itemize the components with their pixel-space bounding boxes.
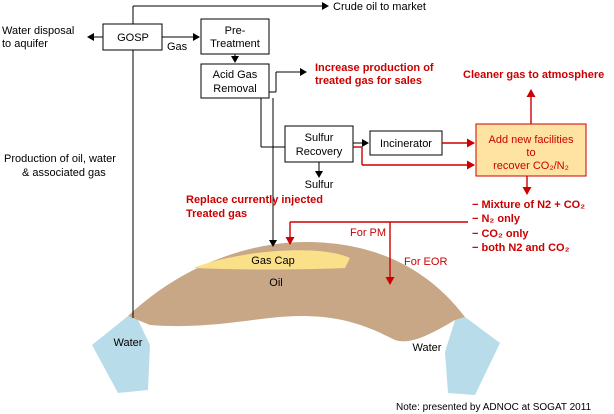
acid-gas-label-2: Removal [213, 83, 256, 95]
water-disposal-label-1: Water disposal [2, 25, 74, 37]
increase-production-label-1: Increase production of [315, 62, 434, 74]
production-label-1: Production of oil, water [4, 153, 116, 165]
replace-injected-label-2: Treated gas [186, 208, 247, 220]
water-left-label: Water [114, 337, 143, 349]
gas-label: Gas [167, 41, 188, 53]
incinerator-box [369, 130, 443, 156]
pretreatment-label-1: Pre- [225, 25, 246, 37]
add-facilities-label-2: to [526, 147, 535, 159]
oil-label: Oil [269, 277, 282, 289]
gas-cap-label: Gas Cap [251, 255, 294, 267]
option-mixture: − Mixture of N2 + CO₂ [472, 199, 585, 211]
gosp-box [102, 23, 163, 51]
water-disposal-label-2: to aquifer [2, 38, 48, 50]
option-n2-only: − N₂ only [472, 213, 521, 225]
pretreatment-label-2: Treatment [210, 38, 260, 50]
crude-oil-label: Crude oil to market [333, 1, 426, 13]
add-facilities-label-3: recover CO₂/N₂ [493, 160, 569, 172]
option-both: − both N2 and CO₂ [472, 242, 570, 254]
acid-gas-label-1: Acid Gas [213, 69, 258, 81]
production-label-2: & associated gas [22, 167, 106, 179]
replace-injected-label-1: Replace currently injected [186, 194, 323, 206]
sulfur-output-label: Sulfur [305, 179, 334, 191]
cleaner-gas-label: Cleaner gas to atmosphere [463, 69, 604, 81]
water-left-layer [92, 316, 150, 393]
gas-cap-layer [193, 250, 350, 270]
water-right-layer [445, 317, 500, 395]
for-eor-label: For EOR [404, 256, 447, 268]
increase-production-label-2: treated gas for sales [315, 75, 422, 87]
option-co2-only: − CO₂ only [472, 228, 529, 240]
for-pm-label: For PM [350, 227, 386, 239]
water-right-label: Water [413, 342, 442, 354]
sulfur-recovery-label-2: Recovery [296, 146, 343, 158]
sulfur-recovery-label-1: Sulfur [305, 132, 334, 144]
pretreatment-box [200, 18, 270, 55]
incinerator-label: Incinerator [380, 138, 432, 150]
gosp-label: GOSP [117, 32, 149, 44]
add-facilities-label-1: Add new facilities [489, 134, 574, 146]
acid-gas-removal-box [200, 63, 270, 99]
source-note: Note: presented by ADNOC at SOGAT 2011 [396, 402, 592, 413]
new-facilities-box [475, 123, 587, 177]
